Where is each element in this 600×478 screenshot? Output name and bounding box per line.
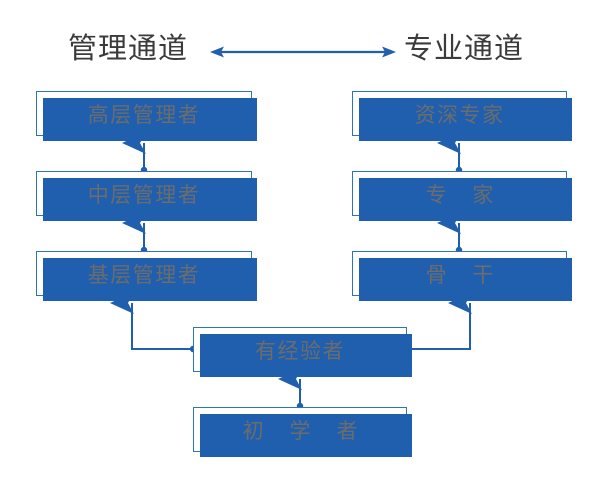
- connector-beginner-to-experienced: [278, 368, 304, 410]
- node-expert[interactable]: 专 家: [352, 171, 572, 221]
- node-label-senior-manager: 高层管理者: [87, 103, 201, 127]
- double-arrow-icon: [210, 46, 396, 58]
- node-middle-manager[interactable]: 中层管理者: [36, 171, 257, 221]
- node-label-experienced: 有经验者: [255, 339, 345, 363]
- connector-backbone-to-expert: [437, 212, 463, 254]
- node-base-manager[interactable]: 基层管理者: [36, 251, 257, 301]
- node-label-base-manager: 基层管理者: [87, 263, 201, 287]
- node-senior-manager[interactable]: 高层管理者: [36, 91, 257, 141]
- node-label-beginner: 初 学 者: [242, 419, 368, 443]
- node-experienced[interactable]: 有经验者: [193, 327, 412, 377]
- node-label-senior-expert: 资深专家: [414, 103, 505, 127]
- node-backbone[interactable]: 骨 干: [352, 251, 572, 301]
- connector-experienced-to-base-manager: [110, 292, 197, 353]
- node-label-backbone: 骨 干: [425, 263, 504, 287]
- node-beginner[interactable]: 初 学 者: [193, 407, 412, 457]
- node-label-middle-manager: 中层管理者: [87, 183, 201, 207]
- connector-expert-to-senior-expert: [437, 132, 463, 174]
- connector-base-to-middle-manager: [122, 212, 148, 254]
- connector-experienced-to-backbone: [403, 292, 472, 353]
- node-senior-expert[interactable]: 资深专家: [352, 91, 572, 141]
- column-title-management: 管理通道: [68, 33, 189, 65]
- connector-middle-to-senior-manager: [122, 132, 148, 174]
- column-title-professional: 专业通道: [404, 33, 525, 65]
- node-label-expert: 专 家: [425, 183, 504, 207]
